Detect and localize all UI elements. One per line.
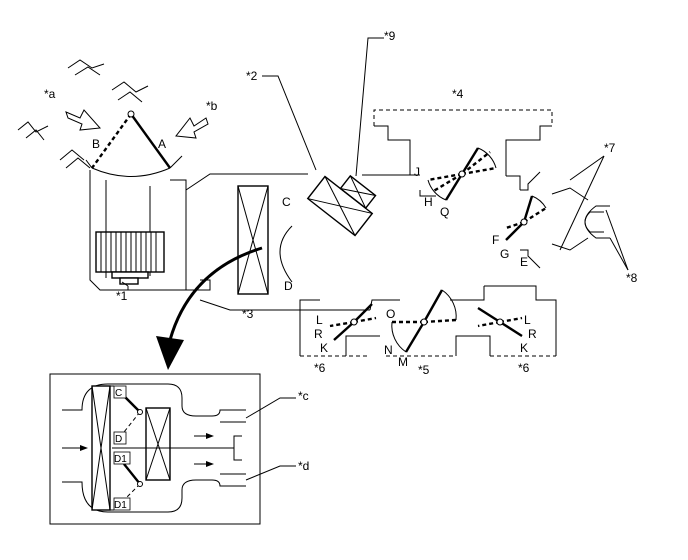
- callout-c: *c: [298, 389, 309, 403]
- foot-damper-center: [391, 289, 457, 353]
- callout-2: *2: [246, 69, 258, 83]
- rear-damper-right: [477, 306, 523, 338]
- callout-6-right: *6: [518, 361, 530, 375]
- magnify-arrow: [156, 246, 263, 370]
- callout-3: *3: [242, 307, 254, 321]
- callout-a: *a: [44, 87, 56, 101]
- letter-R-left: R: [314, 327, 323, 341]
- callout-5: *5: [418, 363, 430, 377]
- letter-G: G: [500, 247, 509, 261]
- evaporator: [237, 185, 269, 295]
- defroster-outlet: [373, 109, 553, 197]
- letter-Q: Q: [440, 205, 449, 219]
- ptc-heater: [339, 174, 377, 210]
- defroster-damper: [427, 147, 497, 201]
- letter-H: H: [424, 195, 433, 209]
- inlet-door: [85, 110, 183, 177]
- callout-6-left: *6: [314, 361, 326, 375]
- letter-M: M: [398, 355, 408, 369]
- letter-E: E: [520, 255, 528, 269]
- callout-1: *1: [116, 289, 128, 303]
- foot-ducts: [299, 285, 557, 357]
- letter-J: J: [414, 165, 420, 179]
- inset-label-D1-bottom: D1: [114, 500, 127, 511]
- callout-8: *8: [626, 271, 638, 285]
- letter-R-right: R: [528, 327, 537, 341]
- leader-lines: [121, 37, 629, 290]
- letter-C: C: [282, 195, 291, 209]
- letter-N: N: [384, 343, 393, 357]
- callout-b: *b: [206, 99, 218, 113]
- callout-7: *7: [604, 141, 616, 155]
- blower-fan: [95, 231, 165, 285]
- callout-9: *9: [384, 29, 396, 43]
- callout-4: *4: [452, 87, 464, 101]
- letter-L-left: L: [316, 313, 323, 327]
- rear-damper-left: [329, 303, 377, 341]
- letter-A: A: [158, 137, 166, 151]
- face-damper: [505, 195, 547, 241]
- main-duct: [185, 173, 420, 311]
- letter-L-right: L: [524, 313, 531, 327]
- letter-O: O: [386, 307, 395, 321]
- letter-K-right: K: [520, 341, 528, 355]
- air-inlet-ducts: [17, 59, 149, 169]
- side-vents: [520, 171, 610, 269]
- letter-D: D: [284, 279, 293, 293]
- inset-label-D1-top: D1: [114, 454, 127, 465]
- inset-panel: [49, 373, 296, 525]
- recirc-air-arrow: [175, 117, 209, 139]
- inset-label-C: C: [115, 388, 122, 399]
- letter-K-left: K: [320, 341, 328, 355]
- letter-F: F: [492, 233, 499, 247]
- fresh-air-arrow: [65, 109, 102, 131]
- letter-B: B: [92, 137, 100, 151]
- inset-label-D: D: [115, 434, 122, 445]
- callout-d: *d: [298, 459, 309, 473]
